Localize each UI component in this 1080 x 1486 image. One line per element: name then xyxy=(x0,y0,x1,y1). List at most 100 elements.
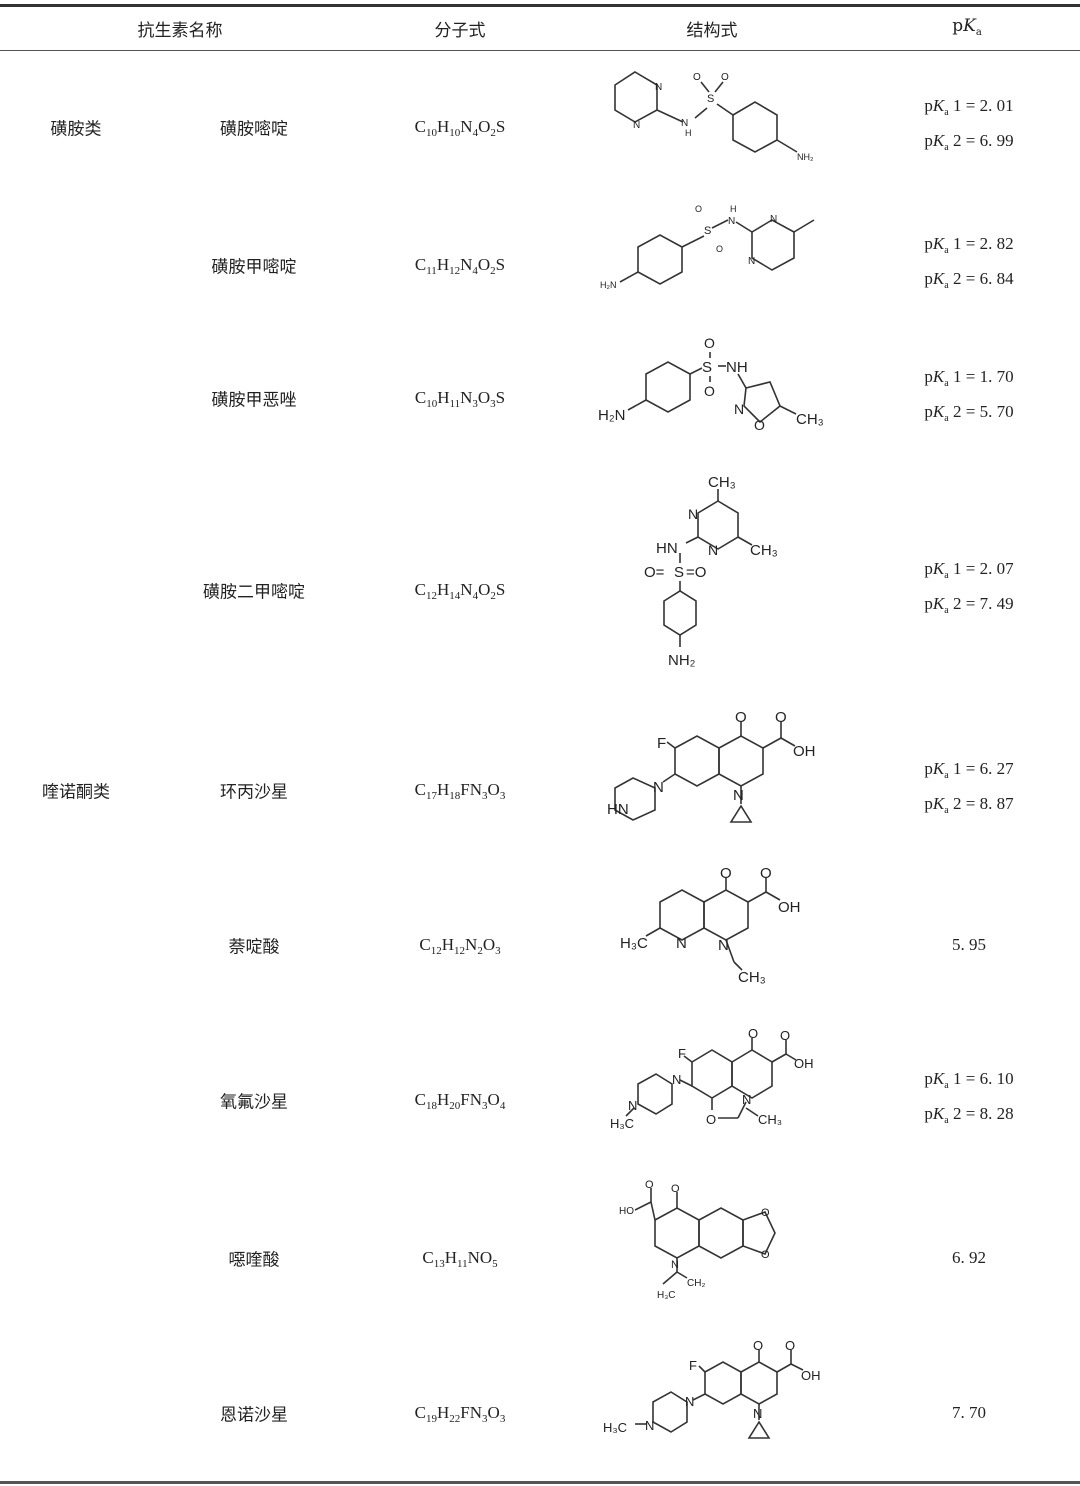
pka-value: 5. 95 xyxy=(952,935,986,954)
svg-text:CH₃: CH₃ xyxy=(708,474,736,491)
antibiotic-name: 环丙沙星 xyxy=(220,782,288,803)
structure-nalidixic-acid: O O OH H₃C N N CH₃ xyxy=(620,862,820,996)
svg-text:O: O xyxy=(721,72,729,83)
table-top-rule xyxy=(0,4,1080,7)
pka-value: 7. 70 xyxy=(952,1403,986,1422)
svg-text:N: N xyxy=(672,1072,681,1087)
svg-text:O: O xyxy=(704,383,715,399)
svg-text:O: O xyxy=(716,244,723,254)
svg-text:O: O xyxy=(720,865,732,882)
svg-text:O: O xyxy=(775,709,787,726)
svg-text:OH: OH xyxy=(793,743,816,760)
svg-text:O: O xyxy=(671,1183,680,1195)
svg-text:O: O xyxy=(760,865,772,882)
svg-text:N: N xyxy=(681,118,688,129)
structure-oxolinic-acid: O O HO N CH₂ H₃C O O xyxy=(615,1179,815,1314)
svg-text:HO: HO xyxy=(619,1206,634,1217)
molecular-formula: C10H10N4O2S xyxy=(414,117,506,139)
svg-text:N: N xyxy=(633,120,640,131)
svg-text:O: O xyxy=(761,1207,770,1219)
molecular-formula: C19H22FN3O3 xyxy=(414,1403,506,1425)
svg-text:CH₃: CH₃ xyxy=(750,542,778,559)
svg-text:N: N xyxy=(733,787,744,804)
header-pka: pKa xyxy=(952,16,982,38)
structure-sulfamethoxazole: H₂N S O O NH N O CH₃ xyxy=(598,330,838,444)
antibiotic-name: 磺胺二甲嘧啶 xyxy=(203,582,305,603)
svg-text:N: N xyxy=(655,82,662,93)
svg-text:H: H xyxy=(730,204,737,214)
svg-text:H₃C: H₃C xyxy=(610,1116,634,1131)
antibiotic-name: 氧氟沙星 xyxy=(220,1092,288,1113)
svg-text:H₂N: H₂N xyxy=(600,280,617,290)
svg-text:N: N xyxy=(653,779,664,796)
svg-text:OH: OH xyxy=(794,1056,814,1071)
antibiotic-name: 磺胺嘧啶 xyxy=(220,119,288,140)
table-bottom-rule xyxy=(0,1481,1080,1484)
svg-text:N: N xyxy=(734,401,744,417)
structure-sulfamethazine: CH₃ N N CH₃ HN O= S =O NH₂ xyxy=(640,465,800,679)
svg-text:O: O xyxy=(785,1338,795,1353)
svg-text:N: N xyxy=(645,1418,654,1433)
svg-text:O=: O= xyxy=(644,564,665,581)
svg-text:CH₃: CH₃ xyxy=(738,969,766,986)
svg-text:H₃C: H₃C xyxy=(657,1290,676,1301)
svg-text:F: F xyxy=(657,735,666,752)
svg-text:CH₂: CH₂ xyxy=(687,1278,705,1289)
antibiotic-name: 磺胺甲嘧啶 xyxy=(211,257,297,278)
svg-text:CH₃: CH₃ xyxy=(758,1112,782,1127)
antibiotic-name: 萘啶酸 xyxy=(228,937,280,958)
antibiotic-name: 恩诺沙星 xyxy=(220,1405,288,1426)
structure-ofloxacin: O O OH F N N O N H₃C CH₃ xyxy=(610,1026,820,1137)
molecular-formula: C10H11N3O3S xyxy=(414,388,506,410)
svg-text:H₂N: H₂N xyxy=(598,407,626,424)
structure-ciprofloxacin: O O OH F N N HN xyxy=(605,708,820,842)
antibiotic-name: 磺胺甲恶唑 xyxy=(211,390,297,411)
svg-text:S: S xyxy=(674,564,684,581)
header-antibiotic-name: 抗生素名称 xyxy=(137,21,223,41)
structure-sulfadiazine: N N N H S O O NH₂ xyxy=(605,60,825,174)
molecular-formula: C13H11NO5 xyxy=(422,1248,498,1270)
molecular-formula: C18H20FN3O4 xyxy=(414,1090,506,1112)
svg-text:OH: OH xyxy=(801,1368,821,1383)
svg-text:F: F xyxy=(678,1046,686,1061)
header-rule xyxy=(0,50,1080,51)
svg-text:O: O xyxy=(753,1338,763,1353)
category-quinolones: 喹诺酮类 xyxy=(42,782,110,803)
svg-text:S: S xyxy=(704,225,711,237)
svg-text:N: N xyxy=(671,1259,679,1271)
svg-text:N: N xyxy=(688,506,698,522)
molecular-formula: C11H12N4O2S xyxy=(414,255,506,277)
antibiotic-name: 噁喹酸 xyxy=(228,1250,280,1271)
svg-text:O: O xyxy=(704,335,715,351)
svg-text:N: N xyxy=(742,1092,751,1107)
svg-text:N: N xyxy=(748,256,755,267)
header-structure: 结构式 xyxy=(686,21,738,41)
svg-text:O: O xyxy=(780,1028,790,1043)
svg-text:H: H xyxy=(685,128,692,138)
svg-text:S: S xyxy=(702,359,712,376)
svg-text:S: S xyxy=(707,93,714,105)
svg-text:OH: OH xyxy=(778,899,801,916)
structure-enrofloxacin: O O OH F N N N H₃C xyxy=(603,1338,828,1464)
svg-text:NH: NH xyxy=(726,359,748,376)
svg-text:O: O xyxy=(748,1026,758,1041)
header-molecular-formula: 分子式 xyxy=(434,21,486,41)
svg-text:N: N xyxy=(676,935,687,952)
svg-text:HN: HN xyxy=(656,540,678,557)
molecular-formula: C12H14N4O2S xyxy=(414,580,506,602)
svg-text:N: N xyxy=(770,214,777,225)
svg-text:N: N xyxy=(685,1394,694,1409)
structure-sulfamerazine: H₂N S O O N H N N xyxy=(600,200,830,304)
svg-text:O: O xyxy=(706,1112,716,1127)
svg-text:CH₃: CH₃ xyxy=(796,411,824,428)
svg-text:H₃C: H₃C xyxy=(620,935,648,952)
svg-text:O: O xyxy=(693,72,701,83)
molecular-formula: C12H12N2O3 xyxy=(419,935,501,957)
svg-text:N: N xyxy=(728,216,735,227)
svg-text:O: O xyxy=(735,709,747,726)
